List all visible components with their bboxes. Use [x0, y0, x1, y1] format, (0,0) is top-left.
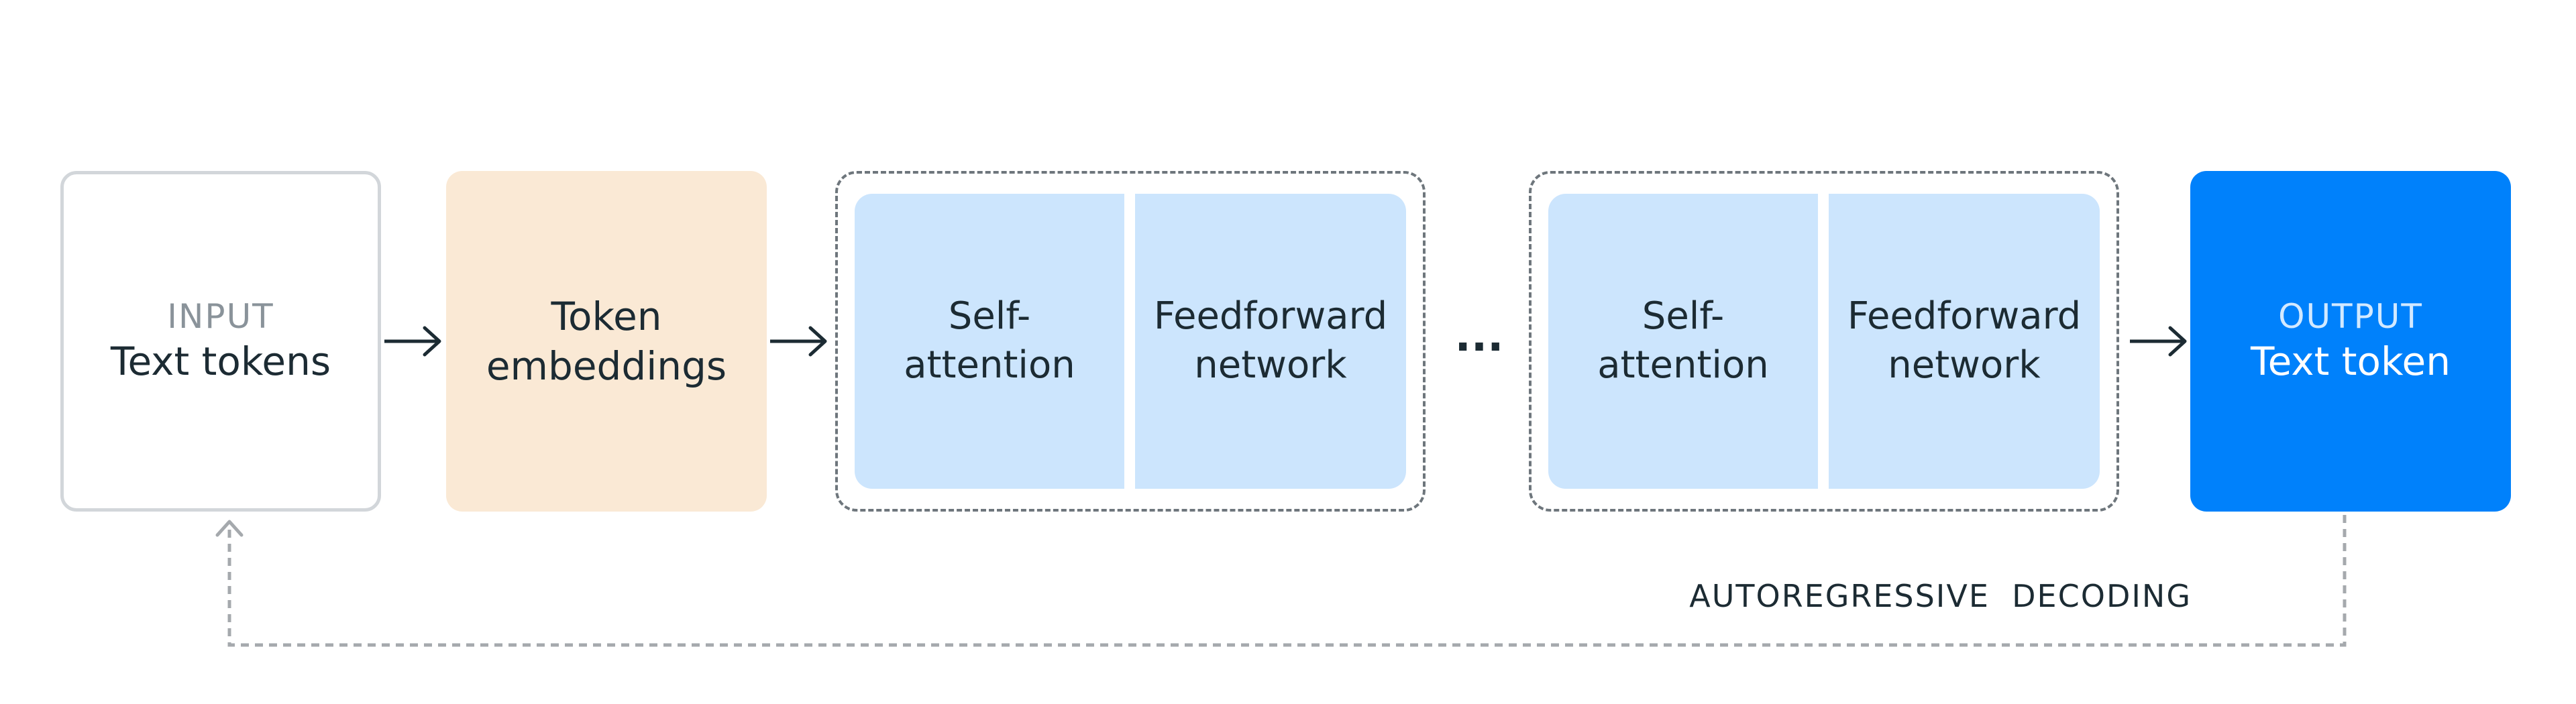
input-box: INPUT Text tokens	[60, 171, 381, 512]
output-label: OUTPUT	[2278, 296, 2423, 336]
autoregressive-loop-line	[215, 515, 2347, 647]
feedforward-layer: Feedforward network	[1829, 194, 2100, 489]
token-embeddings-box: Token embeddings	[446, 171, 767, 512]
feedforward-line1: Feedforward	[1847, 294, 2082, 339]
autoregressive-decoding-label: AUTOREGRESSIVE DECODING	[1689, 578, 2192, 614]
feedforward-line2: network	[1194, 343, 1347, 387]
input-text: Text tokens	[110, 338, 331, 384]
output-box: OUTPUT Text token	[2190, 171, 2511, 512]
self-attention-line2: attention	[1597, 343, 1769, 387]
feedforward-line1: Feedforward	[1153, 294, 1388, 339]
arrow-block-to-output	[2130, 326, 2187, 357]
arrow-input-to-embeddings	[384, 326, 441, 357]
feedforward-line2: network	[1888, 343, 2041, 387]
output-text: Text token	[2251, 338, 2451, 384]
self-attention-line1: Self-	[1642, 294, 1725, 339]
transformer-block-1: Self- attention Feedforward network	[835, 171, 1426, 512]
input-label: INPUT	[167, 296, 274, 336]
arrow-embeddings-to-block	[770, 326, 827, 357]
embeddings-line2: embeddings	[486, 343, 727, 389]
self-attention-layer: Self- attention	[1548, 194, 1818, 489]
self-attention-layer: Self- attention	[855, 194, 1124, 489]
transformer-block-2: Self- attention Feedforward network	[1529, 171, 2119, 512]
self-attention-line2: attention	[904, 343, 1075, 387]
self-attention-line1: Self-	[948, 294, 1031, 339]
feedforward-layer: Feedforward network	[1135, 194, 1406, 489]
ellipsis: ...	[1454, 312, 1504, 361]
embeddings-line1: Token	[551, 293, 662, 339]
